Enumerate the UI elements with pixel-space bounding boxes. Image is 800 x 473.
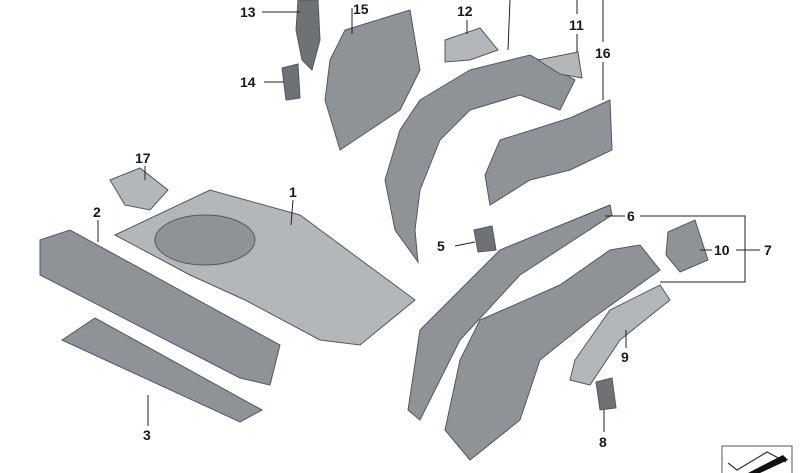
part-6-rail[interactable] xyxy=(407,204,613,421)
label-17[interactable]: 17 xyxy=(135,150,151,166)
label-2[interactable]: 2 xyxy=(93,204,101,220)
part-box-icon xyxy=(721,445,793,473)
part-9[interactable] xyxy=(569,284,671,386)
leader-lines xyxy=(97,0,760,432)
label-13[interactable]: 13 xyxy=(240,4,256,20)
label-11[interactable]: 11 xyxy=(569,17,584,33)
label-14[interactable]: 14 xyxy=(240,74,256,90)
label-10[interactable]: 10 xyxy=(714,242,730,258)
part-11[interactable] xyxy=(536,51,583,79)
part-2-crossmember[interactable] xyxy=(39,229,281,386)
label-3[interactable]: 3 xyxy=(143,427,151,443)
label-16[interactable]: 16 xyxy=(595,45,611,61)
label-8[interactable]: 8 xyxy=(599,434,607,450)
label-12[interactable]: 12 xyxy=(457,3,473,19)
spare-wheel-well xyxy=(154,214,256,266)
part-10[interactable] xyxy=(665,219,709,273)
part-13[interactable] xyxy=(295,0,321,71)
part-16[interactable] xyxy=(484,99,613,206)
label-6[interactable]: 6 xyxy=(627,208,635,224)
part-17[interactable] xyxy=(109,167,169,211)
part-12[interactable] xyxy=(444,27,499,63)
label-9[interactable]: 9 xyxy=(621,349,629,365)
part-5[interactable] xyxy=(473,225,497,253)
label-1[interactable]: 1 xyxy=(289,184,297,200)
part-3[interactable] xyxy=(60,317,264,423)
part-14[interactable] xyxy=(281,63,301,101)
label-7[interactable]: 7 xyxy=(764,242,772,258)
label-5[interactable]: 5 xyxy=(437,238,445,254)
part-8[interactable] xyxy=(595,377,617,411)
part-15[interactable] xyxy=(324,9,421,151)
lower-wheelhouse[interactable] xyxy=(444,244,661,461)
label-15[interactable]: 15 xyxy=(353,1,369,17)
